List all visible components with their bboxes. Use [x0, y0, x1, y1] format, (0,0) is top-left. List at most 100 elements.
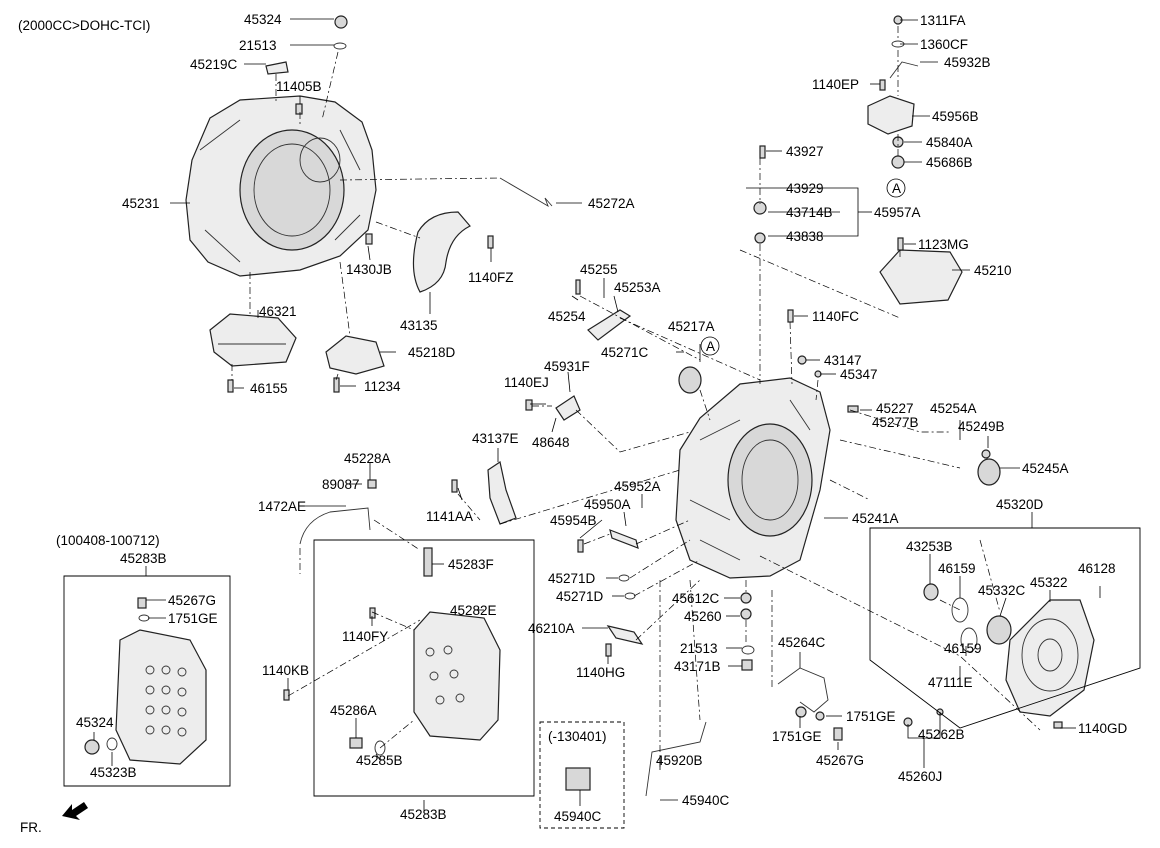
callout-label: 43137E [472, 431, 519, 446]
callout-label: 45253A [614, 280, 661, 295]
front-arrow-icon [62, 802, 88, 820]
assembly-lines [231, 26, 1041, 770]
callout-label: 45277B [872, 415, 919, 430]
callout-label: 45254 [548, 309, 586, 324]
callout-label: 45231 [122, 196, 160, 211]
reference-circle-icon [886, 178, 906, 198]
spring-plate-part [609, 529, 639, 549]
bracket-small-part [606, 625, 644, 645]
callout-label: 45324 [244, 12, 282, 27]
callout-label: 45245A [1022, 461, 1069, 476]
callout-label: 45940C [554, 809, 602, 824]
callout-label: 45322 [1030, 575, 1068, 590]
callout-label: 45227 [876, 401, 914, 416]
callout-label: 43838 [786, 229, 824, 244]
callout-label: 45241A [852, 511, 899, 526]
leader-lines [63, 18, 1141, 829]
callout-label: 46128 [1078, 561, 1116, 576]
callout-label: 45324 [76, 715, 114, 730]
callout-label: 45323B [90, 765, 137, 780]
valve-body-alt-part [115, 629, 207, 765]
bearing-part [923, 583, 939, 601]
callout-label: 45686B [926, 155, 973, 170]
callout-label: 46159 [944, 641, 982, 656]
front-marker-label: FR. [20, 820, 42, 835]
callout-label: (-130401) [548, 729, 607, 744]
callout-label: 1430JB [346, 262, 392, 277]
callout-label: 45267G [168, 593, 216, 608]
callout-label: 45612C [672, 591, 720, 606]
fasteners-part [84, 15, 1063, 791]
callout-label: 45228A [344, 451, 391, 466]
callout-label: 43927 [786, 144, 824, 159]
plate-part [487, 461, 517, 525]
callout-label: 45931F [544, 359, 590, 374]
mount-bracket-part [879, 249, 963, 305]
callout-label: 1751GE [168, 611, 218, 626]
callout-label: 11405B [276, 79, 322, 94]
callout-label: 1751GE [772, 729, 822, 744]
clutch-housing-part [185, 95, 377, 277]
callout-label: 45286A [330, 703, 377, 718]
callout-label: 11234 [364, 379, 401, 394]
callout-label: 45271C [601, 345, 649, 360]
callout-label: 1123MG [918, 237, 969, 252]
callout-label: 45282E [450, 603, 497, 618]
callout-label: 45940C [682, 793, 730, 808]
callout-label: 46210A [528, 621, 575, 636]
callout-label: 45218D [408, 345, 456, 360]
callout-label: 47111E [928, 675, 973, 690]
callout-label: 45254A [930, 401, 977, 416]
callout-label: 1140FC [812, 309, 859, 324]
callout-label: 43714B [786, 205, 833, 220]
callout-label: 46155 [250, 381, 288, 396]
callout-label: 45267G [816, 753, 864, 768]
callout-label: 45271D [556, 589, 604, 604]
bracket-part [325, 335, 385, 375]
o-ring-part [951, 597, 969, 623]
callout-labels: (2000CC>DOHC-TCI) FR. 45324 21513 45219C… [18, 12, 1128, 835]
callout-label: 48648 [532, 435, 570, 450]
callout-label: 45952A [614, 479, 661, 494]
callout-label: 43147 [824, 353, 862, 368]
callout-label: 45320D [996, 497, 1044, 512]
callout-label: 1360CF [920, 37, 968, 52]
callout-label: 45264C [778, 635, 826, 650]
link-part [555, 395, 581, 421]
oil-seal-part [678, 366, 702, 394]
callout-label: 45932B [944, 55, 991, 70]
callout-label: 43171B [674, 659, 721, 674]
callout-label: 45283F [448, 557, 494, 572]
end-cover-part [1005, 599, 1095, 717]
callout-label: 45272A [588, 196, 635, 211]
callout-label: 45260J [898, 769, 942, 784]
callout-label: 43253B [906, 539, 953, 554]
o-ring-part [960, 627, 978, 653]
callout-label: 45332C [978, 583, 1026, 598]
callout-label: 1140EJ [504, 375, 549, 390]
callout-label: 45347 [840, 367, 878, 382]
callout-label: 1472AE [258, 499, 306, 514]
callout-label: 1141AA [426, 509, 473, 524]
callout-label: 45210 [974, 263, 1012, 278]
callout-label: 45957A [874, 205, 921, 220]
callout-label: 45283B [120, 551, 167, 566]
callout-label: 1140FZ [468, 270, 514, 285]
callout-label: 1751GE [846, 709, 896, 724]
callout-label: 45271D [548, 571, 596, 586]
callout-label: 43135 [400, 318, 438, 333]
callout-label: 45217A [668, 319, 715, 334]
reference-circle-icon [700, 336, 720, 356]
pipe-part [777, 667, 829, 713]
sensor-part [867, 61, 919, 135]
reference-letter: A [892, 181, 901, 196]
callout-label: 1140FY [342, 629, 388, 644]
callout-label: 1140HG [576, 665, 625, 680]
callout-label: 45950A [584, 497, 631, 512]
callout-label: 45840A [926, 135, 973, 150]
callout-label: 1311FA [920, 13, 966, 28]
valve-body-part [413, 611, 501, 741]
callout-label: 1140KB [262, 663, 309, 678]
sensor-wire-part [645, 721, 707, 797]
lever-part [587, 309, 632, 341]
